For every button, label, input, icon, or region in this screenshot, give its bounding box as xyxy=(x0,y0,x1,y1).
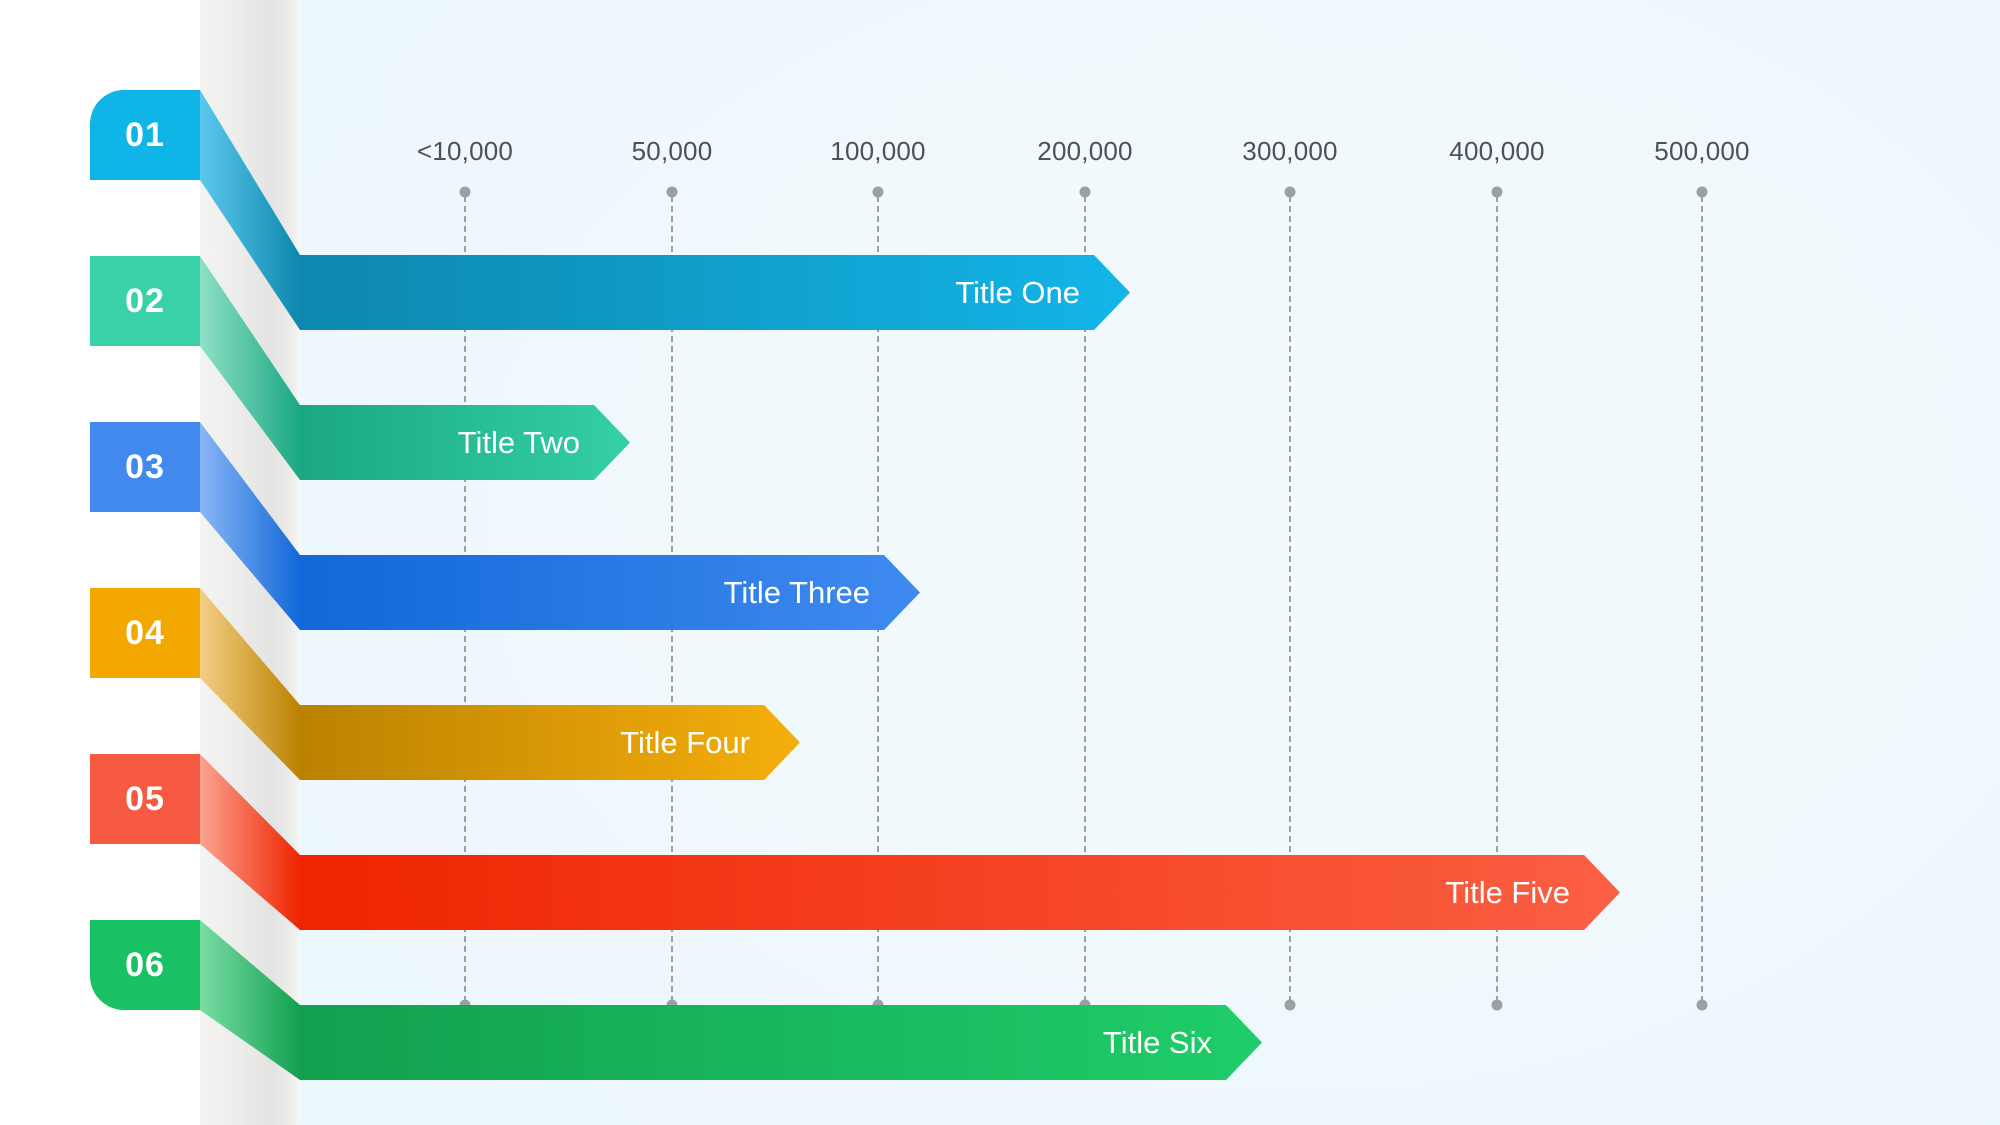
gridline-dot-bot xyxy=(1284,999,1296,1011)
gridline-dot-top xyxy=(1696,186,1708,198)
axis-tick-label: 200,000 xyxy=(1037,136,1133,166)
step-badge-01[interactable]: 01 xyxy=(90,90,200,180)
gridline-dot-bot xyxy=(1696,999,1708,1011)
bar-title-label: Title Two xyxy=(457,424,580,460)
connector-ribbon xyxy=(200,256,300,480)
step-badge-06[interactable]: 06 xyxy=(90,920,200,1010)
connector-ribbon xyxy=(200,920,300,1080)
connector-ribbons xyxy=(200,0,300,1125)
connector-ribbon xyxy=(200,422,300,630)
bar-title-label: Title Five xyxy=(1445,874,1570,910)
gridline-dot-top xyxy=(1284,186,1296,198)
bar-arrow[interactable]: Title One xyxy=(300,255,1130,330)
gridline-dot-top xyxy=(1491,186,1503,198)
bar-title-label: Title Six xyxy=(1102,1024,1212,1060)
step-badge-04[interactable]: 04 xyxy=(90,588,200,678)
bar-shape xyxy=(300,855,1620,930)
gridline-dot-top xyxy=(459,186,471,198)
gridline-dot-top xyxy=(666,186,678,198)
gridline-dot-top xyxy=(1079,186,1091,198)
axis-tick-label: 300,000 xyxy=(1242,136,1338,166)
bar-title-label: Title Four xyxy=(620,724,750,760)
step-badge-number: 02 xyxy=(125,281,165,320)
step-badge-number: 04 xyxy=(125,613,165,652)
ribbon-layer xyxy=(200,90,300,1080)
axis-tick-label: 50,000 xyxy=(631,136,713,166)
axis-tick-label: 100,000 xyxy=(830,136,926,166)
bar-arrow[interactable]: Title Four xyxy=(300,705,800,780)
step-badge-number: 01 xyxy=(125,115,165,154)
axis-gridline xyxy=(1289,196,1291,1002)
step-badge-number: 03 xyxy=(125,447,165,486)
bar-shape xyxy=(300,1005,1262,1080)
bar-shape xyxy=(300,555,920,630)
connector-ribbon xyxy=(200,754,300,930)
bar-arrow[interactable]: Title Two xyxy=(300,405,630,480)
bar-arrow[interactable]: Title Three xyxy=(300,555,920,630)
step-badge-02[interactable]: 02 xyxy=(90,256,200,346)
axis-tick-label: 400,000 xyxy=(1449,136,1545,166)
bar-shape xyxy=(300,405,630,480)
bar-title-label: Title One xyxy=(955,274,1080,310)
axis-gridline xyxy=(1701,196,1703,1002)
axis-gridline xyxy=(1084,196,1086,1002)
step-badge-03[interactable]: 03 xyxy=(90,422,200,512)
bar-shape xyxy=(300,255,1130,330)
gridline-dot-top xyxy=(872,186,884,198)
step-badge-05[interactable]: 05 xyxy=(90,754,200,844)
axis-tick-label: 500,000 xyxy=(1654,136,1750,166)
step-badge-number: 06 xyxy=(125,945,165,984)
connector-ribbon xyxy=(200,90,300,330)
bar-title-label: Title Three xyxy=(723,574,870,610)
axis-gridline xyxy=(1496,196,1498,1002)
bar-arrow[interactable]: Title Five xyxy=(300,855,1620,930)
step-badge-number: 05 xyxy=(125,779,165,818)
bar-shape xyxy=(300,705,800,780)
gridline-dot-bot xyxy=(1491,999,1503,1011)
axis-tick-label: <10,000 xyxy=(416,136,514,166)
bar-arrow[interactable]: Title Six xyxy=(300,1005,1262,1080)
connector-ribbon xyxy=(200,588,300,780)
